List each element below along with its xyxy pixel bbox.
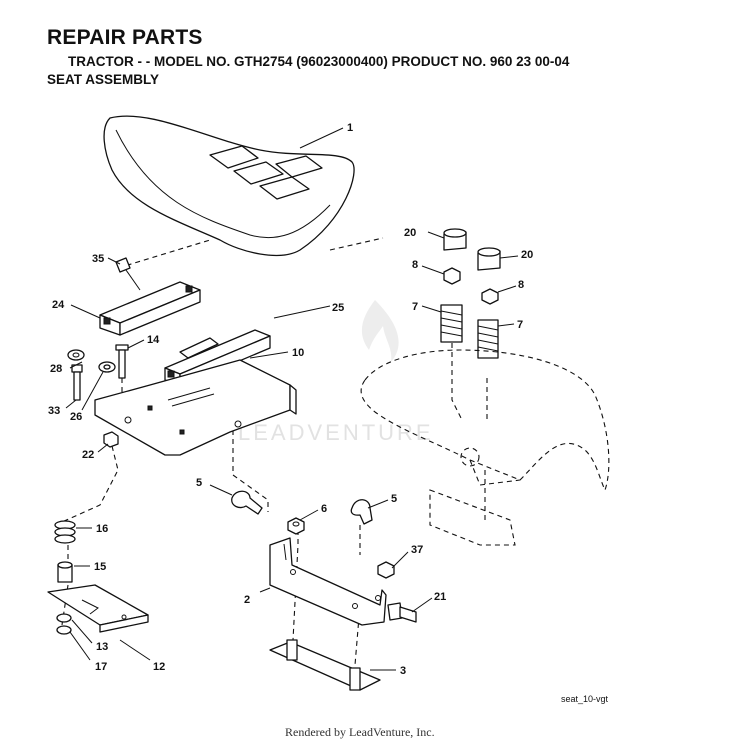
figure-reference: seat_10-vgt [561,694,609,704]
base-plate-part [269,639,381,691]
lock-washer-part [67,349,85,361]
callout-20-right: 20 [521,249,533,261]
callout-8-left: 8 [412,259,418,271]
callout-8-right: 8 [518,279,524,291]
shoulder-bolt-part [387,602,417,623]
section-title: SEAT ASSEMBLY [47,72,160,87]
bushing-left-part [443,228,467,251]
callout-5-right: 5 [391,493,397,505]
footer-credit: Rendered by LeadVenture, Inc. [285,725,435,739]
watermark: LEADVENTURE [238,300,434,445]
callout-6: 6 [321,503,327,515]
callout-24: 24 [52,299,65,311]
page-title: REPAIR PARTS [47,26,203,49]
hex-bolt-part [71,364,83,401]
callout-28: 28 [50,363,62,375]
callout-5-left: 5 [196,477,202,489]
alignment-lines [61,237,488,666]
callout-7-right: 7 [517,319,523,331]
callout-37: 37 [411,544,423,556]
nut-small-part [377,561,395,579]
callout-22: 22 [82,449,94,461]
pivot-bracket-part [269,537,387,626]
callout-1: 1 [347,122,353,134]
callout-20-left: 20 [404,227,416,239]
callout-35: 35 [92,253,104,265]
callout-2: 2 [244,594,250,606]
clip-left-part [231,490,263,515]
callout-7-left: 7 [412,301,418,313]
spacer-part [57,561,73,583]
callout-17: 17 [95,661,107,673]
seat-part [103,115,355,257]
spring-nut-left-part [443,267,461,285]
seat-pan-part [94,359,297,456]
mount-plate-part [47,584,149,633]
pin-part [115,257,141,291]
callout-13: 13 [96,641,108,653]
flame-logo-icon [361,300,399,362]
seat-spring-right-part [477,319,499,359]
callout-10: 10 [292,347,304,359]
callout-25: 25 [332,302,344,314]
bushing-right-part [477,247,501,271]
seat-rail-left-part [99,281,201,336]
washer-part [98,361,116,373]
callout-21: 21 [434,591,446,603]
spring-part [54,520,76,544]
seat-rail-right-part [164,329,271,387]
seat-bolt-part [115,344,129,379]
flange-nut-part [287,517,305,535]
retainer-part [56,613,72,635]
spring-nut-right-part [481,288,499,305]
fender-context [360,349,610,546]
callout-33: 33 [48,405,60,417]
watermark-text: LEADVENTURE [238,420,434,445]
callout-26: 26 [70,411,82,423]
seat-spring-left-part [440,304,463,343]
callout-12: 12 [153,661,165,673]
nut-part [103,431,119,448]
clip-right-part [350,499,373,525]
callout-14: 14 [147,334,160,346]
callout-labels: 1 2 3 5 5 6 7 7 8 8 10 12 13 14 15 16 17… [48,122,533,677]
callout-3: 3 [400,665,406,677]
callout-15: 15 [94,561,106,573]
model-subtitle: TRACTOR - - MODEL NO. GTH2754 (960230004… [68,54,570,69]
callout-16: 16 [96,523,108,535]
leader-lines [65,127,519,671]
